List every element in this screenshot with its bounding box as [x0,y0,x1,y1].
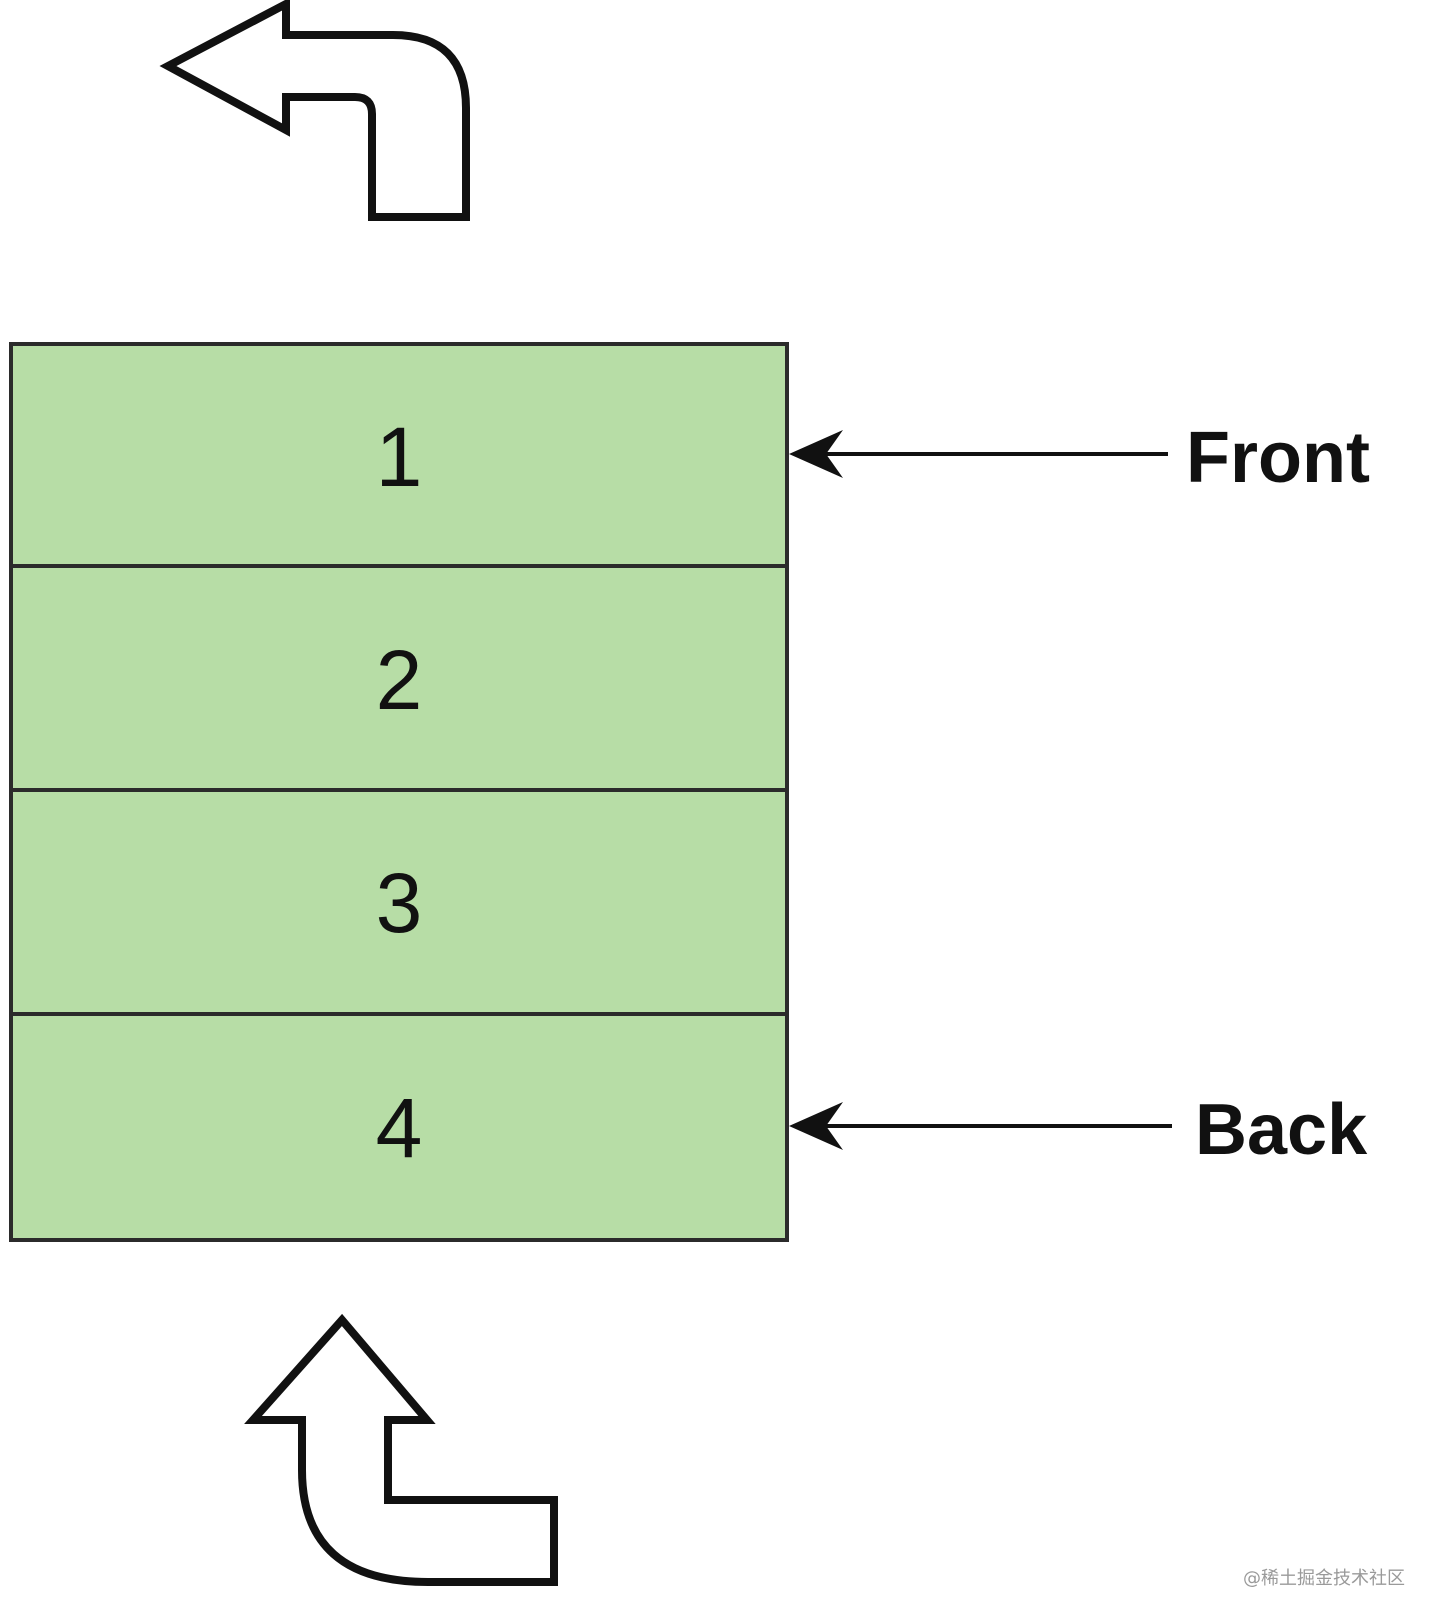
dequeue-arrow-icon [159,0,470,221]
front-pointer: Front [789,418,1370,498]
queue-cell-label: 2 [376,633,423,727]
queue-cell-label: 3 [376,856,423,950]
queue-cell: 4 [9,1012,789,1242]
enqueue-arrow-icon [244,1313,558,1586]
front-label: Front [1186,418,1370,498]
queue-cell: 3 [9,788,789,1016]
queue-cell: 2 [9,564,789,792]
back-label: Back [1195,1090,1368,1170]
queue-cell-label: 4 [376,1081,423,1175]
queue-cell-label: 1 [376,410,423,504]
front-arrowhead-icon [789,430,843,478]
back-pointer: Back [789,1090,1368,1170]
watermark: @稀土掘金技术社区 [1243,1568,1405,1589]
queue-stack: 1 2 3 4 [9,342,789,1242]
queue-cell: 1 [9,342,789,568]
back-arrowhead-icon [789,1102,843,1150]
